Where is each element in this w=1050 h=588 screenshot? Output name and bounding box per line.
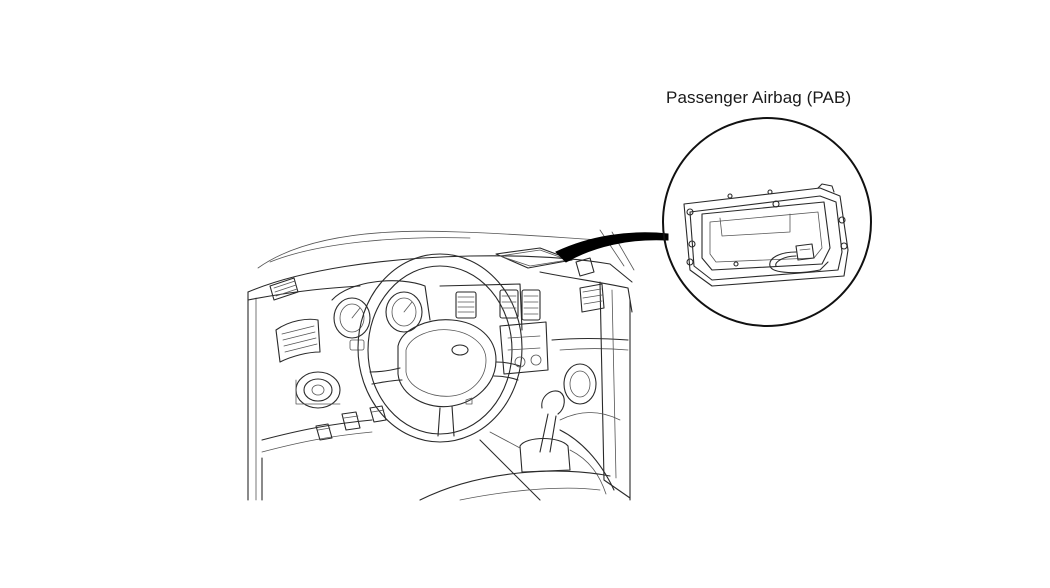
callout-leader-line	[555, 232, 669, 263]
gear-shifter	[479, 390, 615, 501]
light-switch-knob	[295, 371, 341, 409]
callout-label: Passenger Airbag (PAB)	[666, 88, 852, 107]
right-air-vent	[563, 283, 605, 405]
seat-outline	[261, 412, 621, 501]
steering-wheel-icon	[357, 253, 523, 443]
dashboard-outline	[247, 255, 633, 501]
pedals	[315, 405, 387, 441]
car-interior-illustration	[247, 229, 635, 501]
detail-magnifier-circle	[662, 117, 872, 327]
instrument-cluster	[331, 280, 431, 351]
left-air-vent	[269, 277, 321, 363]
airbag-module-icon	[683, 183, 849, 287]
center-stack	[439, 283, 549, 375]
